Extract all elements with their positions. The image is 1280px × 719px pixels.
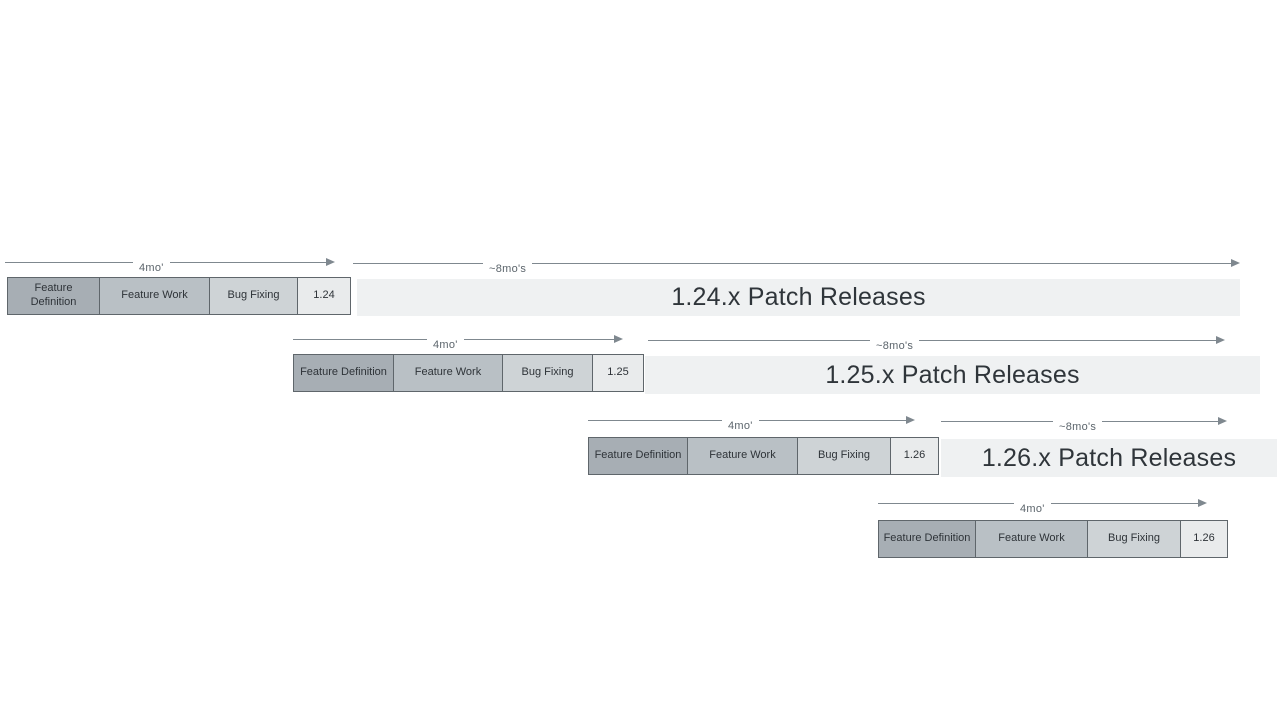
phase-label: Bug Fixing xyxy=(227,289,280,302)
patch-releases-label: 1.25.x Patch Releases xyxy=(825,360,1080,389)
arrow-line xyxy=(878,502,1014,504)
version-label: 1.24 xyxy=(313,289,335,302)
patch-releases-bar: 1.26.x Patch Releases xyxy=(941,439,1277,477)
phase-label: Feature Definition xyxy=(594,449,682,462)
version-label: 1.25 xyxy=(607,366,629,379)
phase-label: Feature Work xyxy=(709,449,776,462)
phase-box-bug-fixing: Bug Fixing xyxy=(502,354,593,392)
arrow-line xyxy=(463,338,615,340)
phase-label: Bug Fixing xyxy=(1108,532,1160,545)
arrow-line xyxy=(5,261,133,263)
arrow-line xyxy=(758,419,907,421)
phase-label: Feature Work xyxy=(998,532,1065,545)
phase-label: Feature Definition xyxy=(30,282,77,308)
patch-releases-label: 1.26.x Patch Releases xyxy=(981,443,1237,472)
arrow-line xyxy=(1102,420,1219,422)
patch-duration-arrow: ~8mo's xyxy=(648,334,1225,352)
arrow-line xyxy=(648,339,870,341)
arrow-line xyxy=(1050,502,1199,504)
version-label: 1.26 xyxy=(1193,532,1215,545)
cycle-duration-label: 4mo' xyxy=(1020,503,1045,515)
arrow-line xyxy=(941,420,1053,422)
phase-box-bug-fixing: Bug Fixing xyxy=(797,437,891,475)
arrow-line xyxy=(588,419,722,421)
version-label: 1.26 xyxy=(903,449,926,462)
phase-label: Bug Fixing xyxy=(521,366,574,379)
phase-box-feature-definition: Feature Definition xyxy=(588,437,688,475)
patch-duration-label: ~8mo's xyxy=(1059,421,1097,433)
phase-label: Feature Definition xyxy=(300,366,387,379)
arrow-line xyxy=(169,261,327,263)
arrowhead-icon xyxy=(326,258,335,266)
patch-releases-bar: 1.24.x Patch Releases xyxy=(357,279,1240,316)
arrow-line xyxy=(919,339,1217,341)
arrowhead-icon xyxy=(614,335,623,343)
phase-box-feature-definition: Feature Definition xyxy=(7,277,100,315)
patch-duration-label: ~8mo's xyxy=(876,340,914,352)
cycle-duration-label: 4mo' xyxy=(433,339,458,351)
patch-duration-label: ~8mo's xyxy=(489,263,527,275)
arrow-line xyxy=(532,262,1232,264)
arrowhead-icon xyxy=(1198,499,1207,507)
patch-releases-bar: 1.25.x Patch Releases xyxy=(645,356,1260,394)
arrowhead-icon xyxy=(906,416,915,424)
phase-box-bug-fixing: Bug Fixing xyxy=(209,277,298,315)
phase-box-feature-work: Feature Work xyxy=(687,437,798,475)
phase-label: Bug Fixing xyxy=(818,449,870,462)
phase-box-feature-work: Feature Work xyxy=(393,354,503,392)
phase-label: Feature Work xyxy=(121,289,188,302)
phase-box-bug-fixing: Bug Fixing xyxy=(1087,520,1181,558)
version-box: 1.24 xyxy=(297,277,351,315)
cycle-duration-label: 4mo' xyxy=(728,420,753,432)
arrowhead-icon xyxy=(1216,336,1225,344)
phase-label: Feature Work xyxy=(414,366,482,379)
arrow-line xyxy=(353,262,483,264)
phase-box-feature-work: Feature Work xyxy=(99,277,210,315)
patch-releases-label: 1.24.x Patch Releases xyxy=(671,283,926,311)
cycle-duration-label: 4mo' xyxy=(139,262,164,274)
cycle-duration-arrow: 4mo' xyxy=(293,333,623,351)
patch-duration-arrow: ~8mo's xyxy=(941,415,1227,433)
phase-box-feature-definition: Feature Definition xyxy=(293,354,394,392)
cycle-duration-arrow: 4mo' xyxy=(5,256,335,274)
phase-label: Feature Definition xyxy=(883,532,971,545)
phase-box-feature-definition: Feature Definition xyxy=(878,520,976,558)
patch-duration-arrow: ~8mo's xyxy=(353,257,1240,275)
cycle-duration-arrow: 4mo' xyxy=(878,497,1207,515)
arrow-line xyxy=(293,338,427,340)
version-box: 1.25 xyxy=(592,354,644,392)
arrowhead-icon xyxy=(1218,417,1227,425)
version-box: 1.26 xyxy=(890,437,939,475)
version-box: 1.26 xyxy=(1180,520,1228,558)
arrowhead-icon xyxy=(1231,259,1240,267)
cycle-duration-arrow: 4mo' xyxy=(588,414,915,432)
phase-box-feature-work: Feature Work xyxy=(975,520,1088,558)
